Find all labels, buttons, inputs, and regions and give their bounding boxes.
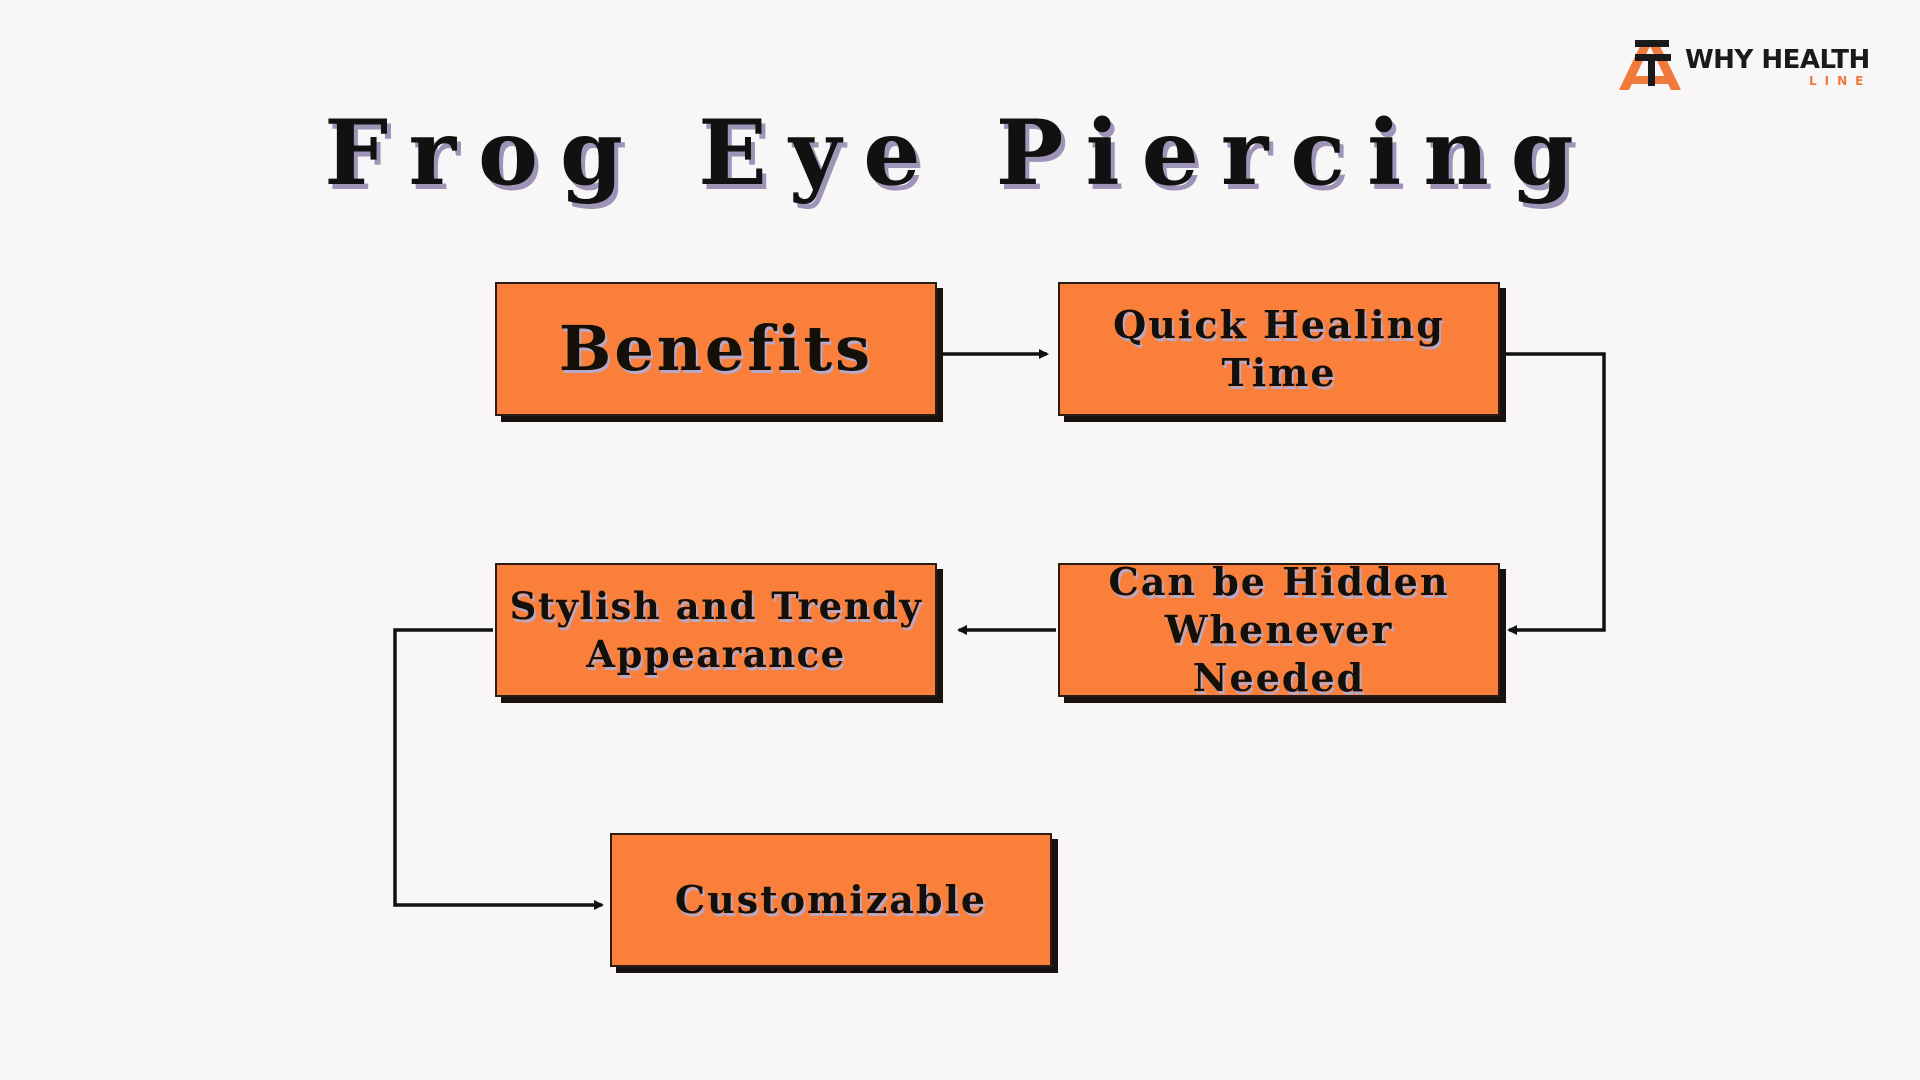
logo-wordmark: WHY HEALTH [1685,45,1870,75]
node-label: Quick Healing Time [1113,302,1445,395]
node-quick-healing-time: Quick Healing Time [1058,282,1500,416]
node-benefits: Benefits [495,282,937,416]
arrow-quick-healing-to-hidden [1504,352,1606,635]
node-label: Customizable [674,877,988,922]
node-label: Stylish and Trendy Appearance [509,584,923,676]
diagram-title: Frog Eye Piercing [324,100,1596,206]
brand-logo: WHY HEALTH LINE [1617,38,1870,94]
node-stylish-and-trendy: Stylish and Trendy Appearance [495,563,937,697]
logo-subtitle: LINE [1809,74,1872,88]
node-can-be-hidden: Can be Hidden Whenever Needed [1058,559,1500,700]
node-label: Benefits [558,312,874,385]
node-customizable: Customizable [610,833,1052,967]
node-label: Can be Hidden Whenever Needed [1108,559,1450,700]
logo-mark-icon [1619,40,1681,90]
